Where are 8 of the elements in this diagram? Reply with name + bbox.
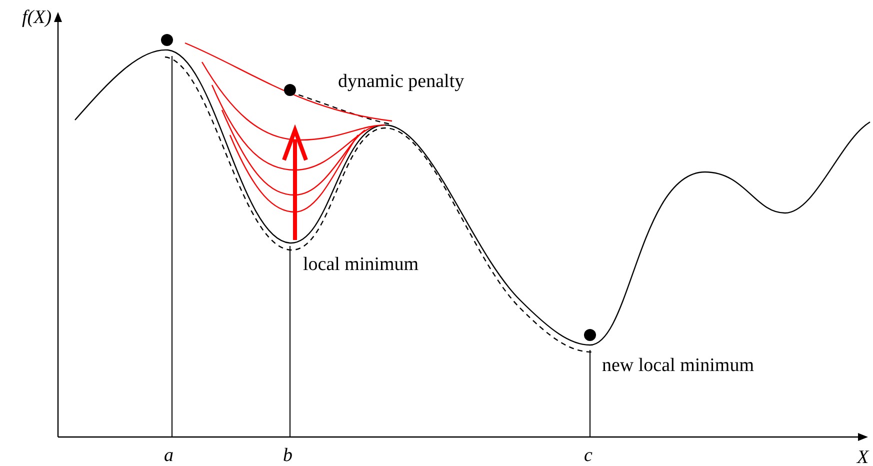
axis-label: f(X) xyxy=(22,8,52,27)
annotation-text: new local minimum xyxy=(602,356,754,375)
axis-label: X xyxy=(857,448,869,466)
annotation-text: local minimum xyxy=(303,255,419,274)
annotation-text: dynamic penalty xyxy=(338,72,464,91)
tick-label: c xyxy=(584,446,592,465)
tick-label: a xyxy=(164,446,174,465)
tick-label: b xyxy=(283,446,292,465)
